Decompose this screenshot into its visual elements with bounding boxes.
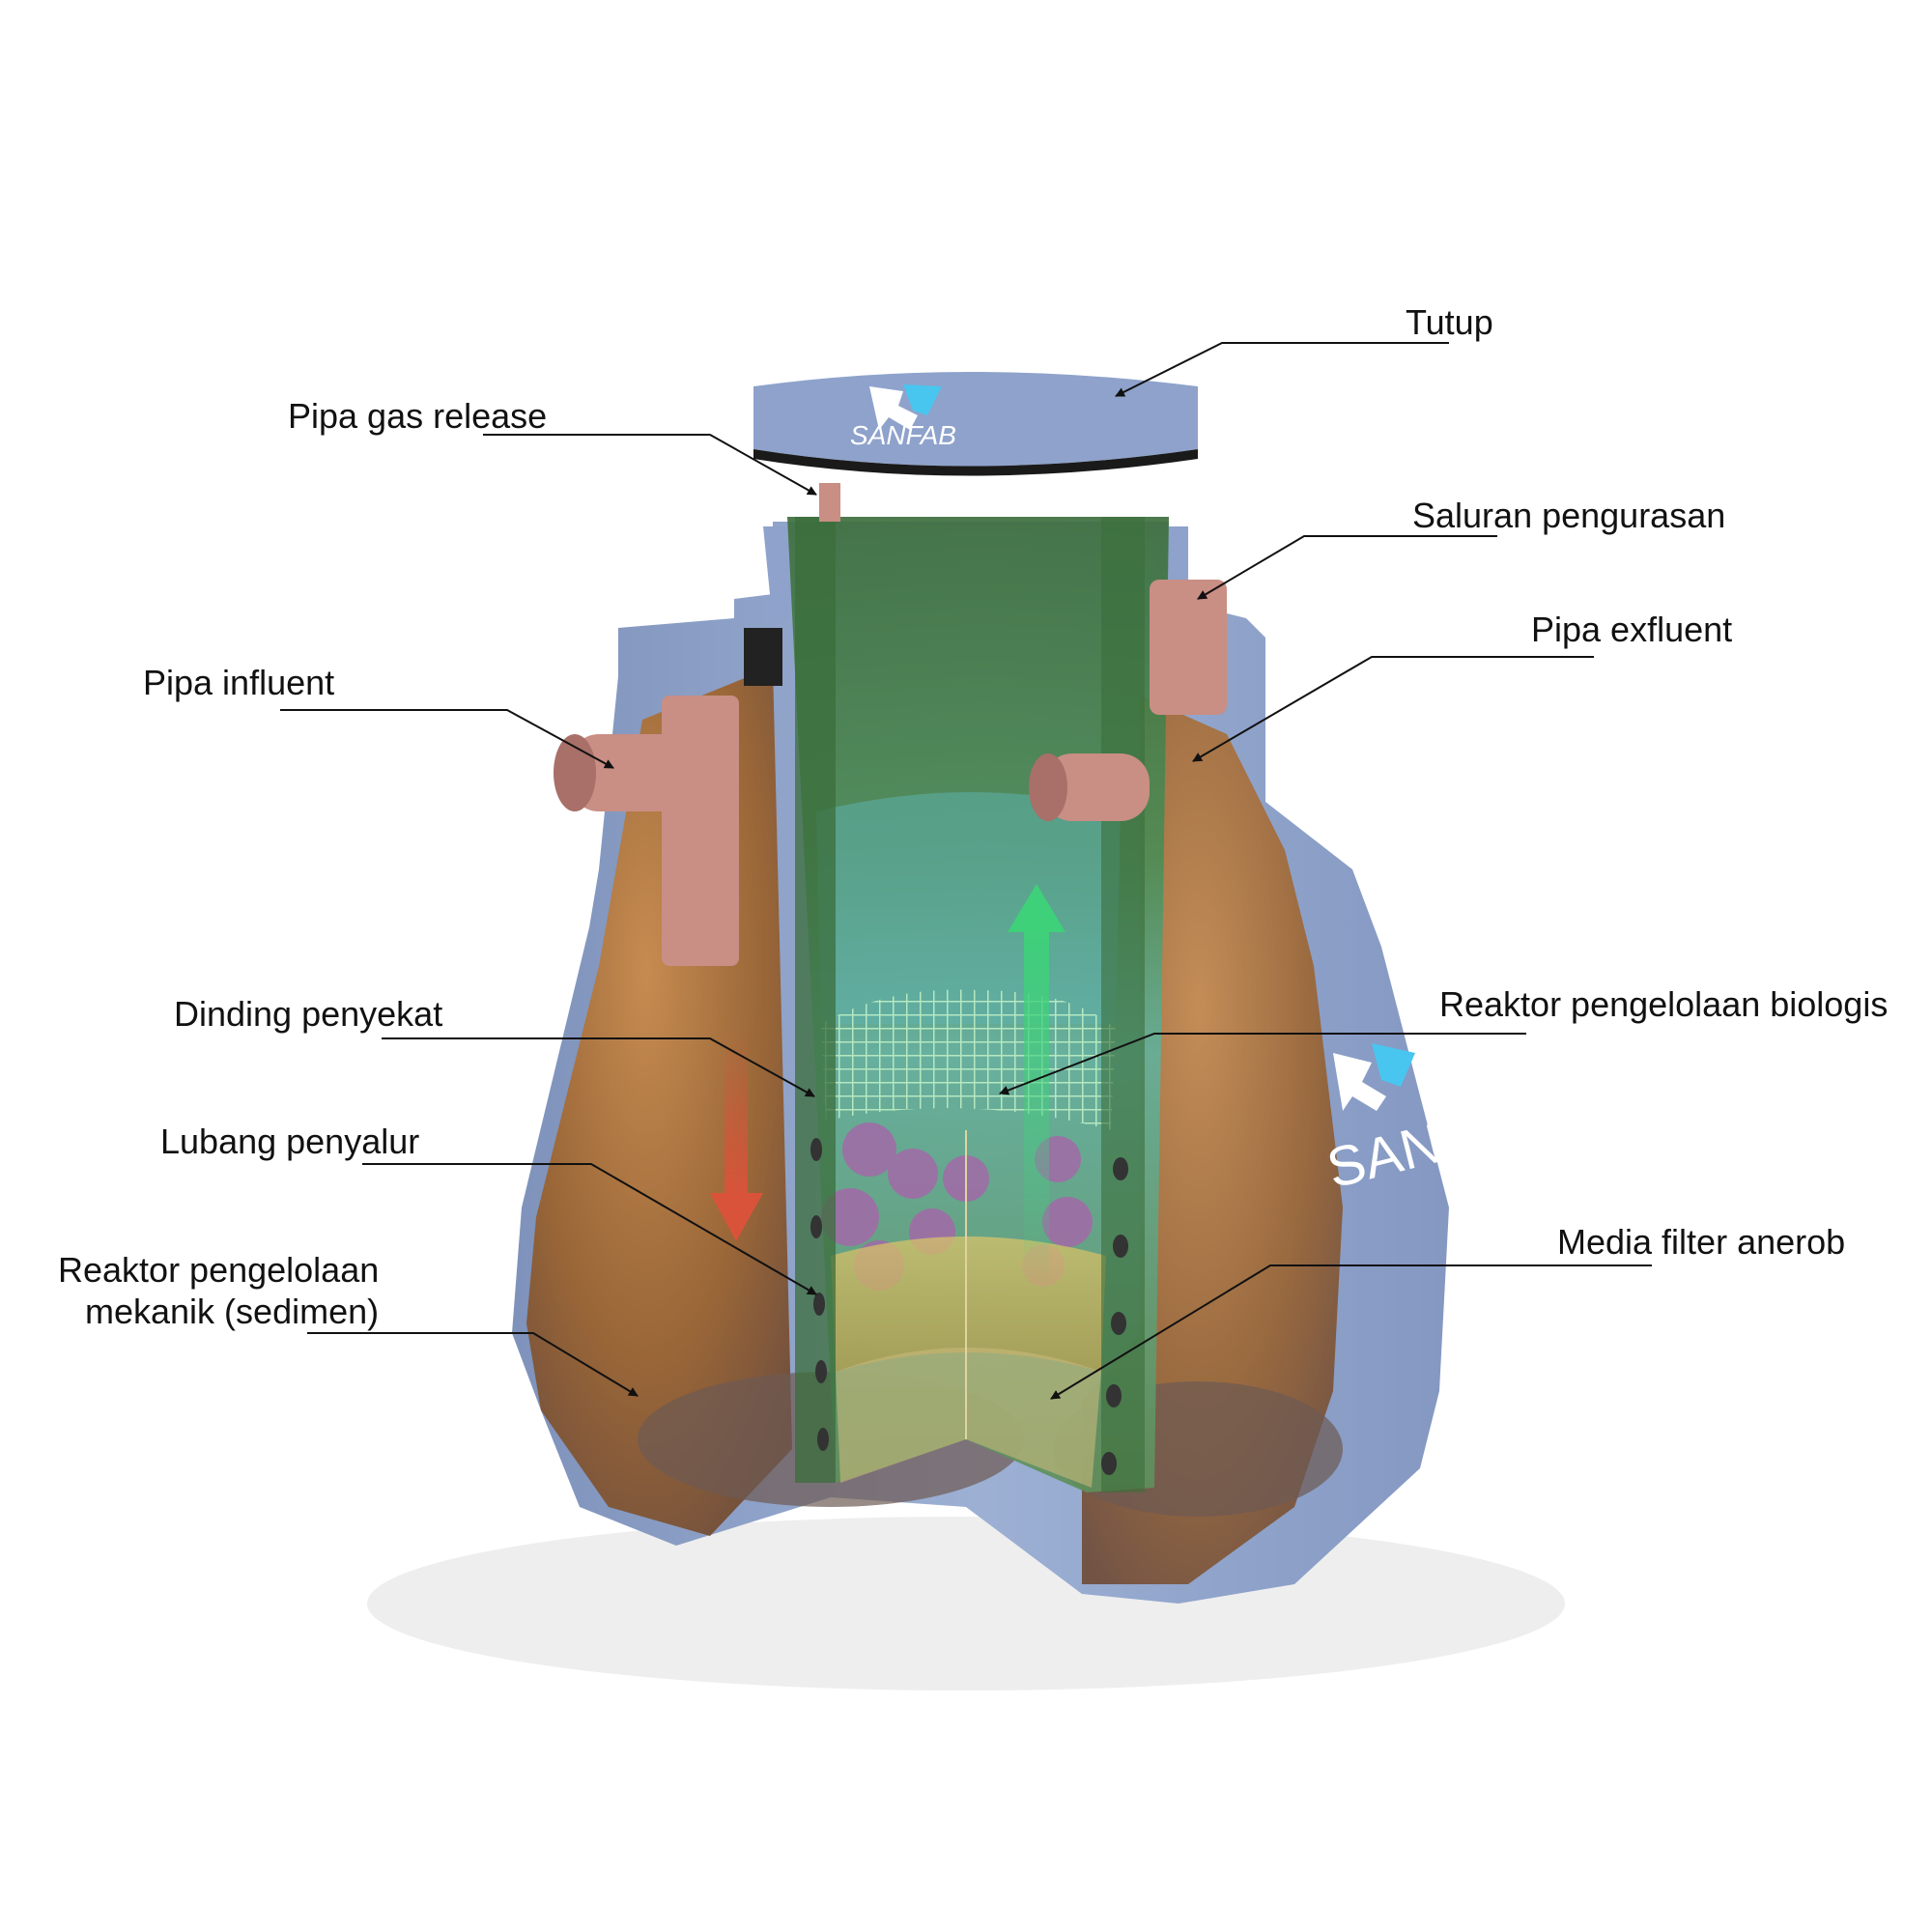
label-lubang-penyalur: Lubang penyalur [160,1122,420,1161]
leader-tutup [1115,342,1449,397]
label-reaktor-mekanik-line2: mekanik (sedimen) [85,1292,380,1331]
ground-shadow [367,1517,1565,1690]
leader-lines [280,342,1652,1400]
leader-exfluent [1192,656,1594,762]
drain-pipe [1150,580,1227,715]
leader-saluran [1197,535,1497,600]
sanfab-logo-icon [1333,1043,1415,1111]
label-reaktor-biologis: Reaktor pengelolaan biologis [1439,984,1889,1024]
collar-gasket-left [744,628,782,686]
filter-chamber-floor [836,1348,1101,1488]
flow-up-arrow-icon [1008,884,1065,1285]
exfluent-pipe [1029,753,1150,821]
leader-influent [280,709,614,769]
sanfab-logo-icon [869,384,942,430]
label-saluran-pengurasan: Saluran pengurasan [1412,496,1726,535]
leader-dinding [382,1037,815,1097]
leader-biologis [999,1033,1526,1095]
label-reaktor-mekanik-line1: Reaktor pengelolaan [58,1250,380,1290]
leader-mekanik [307,1332,639,1397]
gas-release-pipe [819,483,840,522]
lid [753,372,1198,476]
leader-pipa-gas [483,434,817,496]
divider-wall-left [795,517,836,1483]
label-dinding-penyekat: Dinding penyekat [174,994,443,1034]
leader-lubang [362,1163,817,1295]
distribution-holes [810,1138,1128,1475]
bio-fluid-surface [816,792,1121,1024]
label-media-filter: Media filter anerob [1557,1222,1846,1262]
flow-down-arrow-icon [710,1034,763,1241]
label-pipa-exfluent: Pipa exfluent [1531,610,1733,649]
label-tutup: Tutup [1406,302,1493,342]
label-pipa-gas-release: Pipa gas release [288,396,548,436]
leader-media [1050,1264,1652,1400]
label-pipa-influent: Pipa influent [143,663,335,702]
lid-logo-text: SANFAB [850,420,956,450]
